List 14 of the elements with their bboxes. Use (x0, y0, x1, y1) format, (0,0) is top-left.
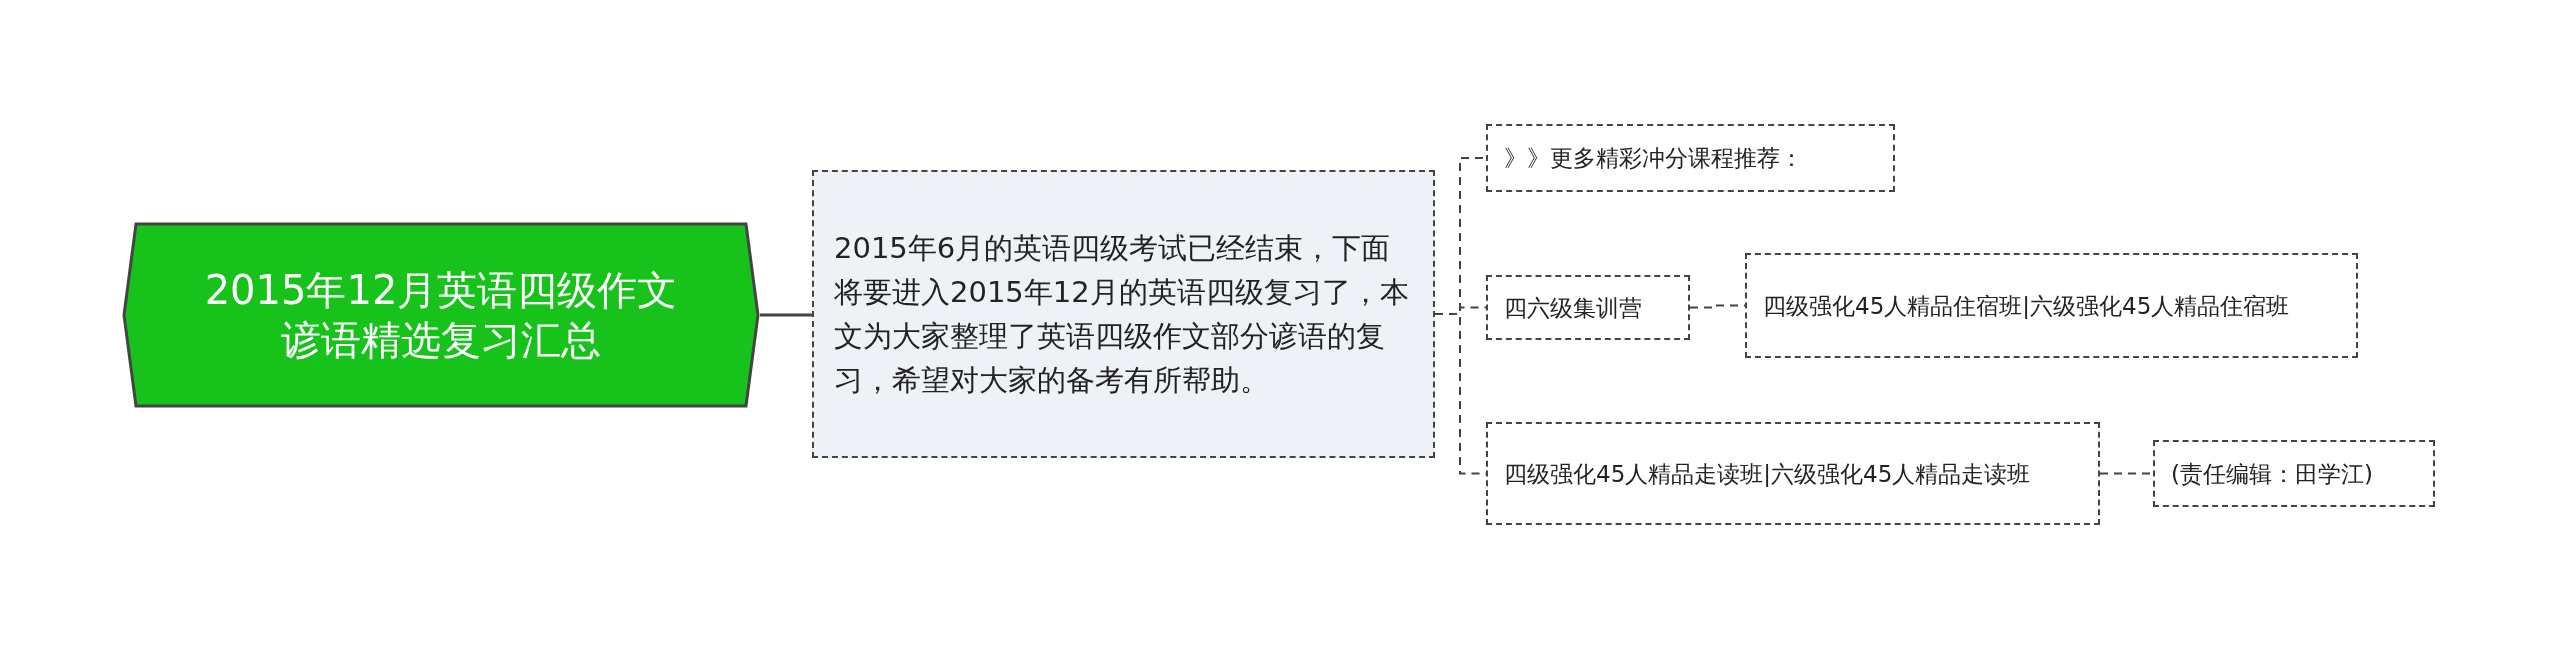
topic-box (1486, 124, 1895, 192)
node-text: 四级强化45人精品住宿班|六级强化45人精品住宿班 (1763, 291, 2291, 321)
node-text: 四级强化45人精品走读班|六级强化45人精品走读班 (1504, 459, 2032, 489)
node-text: 2015年12月英语四级作文谚语精选复习汇总 (203, 266, 679, 365)
node-text: 2015年6月的英语四级考试已经结束，下面将要进入2015年12月的英语四级复习了，本文为大家整理了英语四级作文部分谚语的复习，希望对大家的备考有所帮助。 (834, 230, 1410, 399)
topic-box (1486, 275, 1690, 340)
node-text: (责任编辑：田学江) (2171, 459, 2374, 489)
topic-box (1486, 422, 2100, 525)
note-box (812, 170, 1435, 458)
node-text: 四六级集训营 (1504, 293, 1643, 323)
connector-line (760, 313, 812, 317)
topic-box (2153, 440, 2435, 507)
node-text: 》》更多精彩冲分课程推荐： (1504, 144, 1804, 173)
topic-box (1745, 253, 2358, 358)
